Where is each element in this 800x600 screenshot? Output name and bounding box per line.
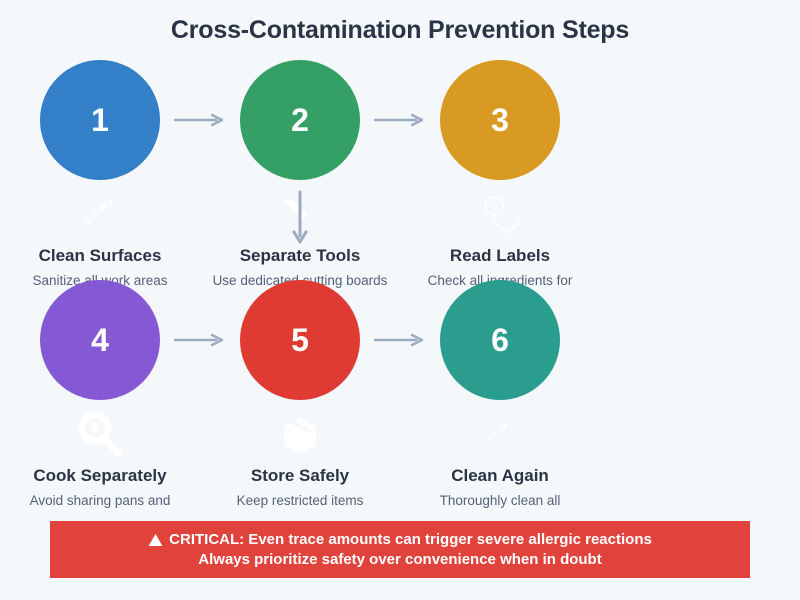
step-description-6: Thoroughly clean all xyxy=(439,493,561,508)
box-icon xyxy=(273,408,327,462)
step-title-2: Separate Tools xyxy=(239,246,361,265)
arrow-step-2-down xyxy=(292,190,308,250)
sparkle-icon xyxy=(473,408,527,462)
step-title-4: Cook Separately xyxy=(33,466,167,485)
banner-line-1-row: CRITICAL: Even trace amounts can trigger… xyxy=(148,530,652,550)
banner-line-2-text: Always prioritize safety over convenienc… xyxy=(198,550,602,568)
step-card-2[interactable]: 2 Separate Tools Use dedicated cutting b… xyxy=(185,60,415,288)
step-circle-4[interactable]: 4 xyxy=(40,280,160,400)
step-description-4: Avoid sharing pans and xyxy=(29,493,171,508)
arrow-step-4-to-5 xyxy=(174,333,226,347)
banner-line-1-text: CRITICAL: Even trace amounts can trigger… xyxy=(169,530,652,548)
step-circle-6[interactable]: 6 xyxy=(440,280,560,400)
step-circle-5[interactable]: 5 xyxy=(240,280,360,400)
step-card-6[interactable]: 6 Clean Again Thoroughly clean all xyxy=(385,280,615,508)
step-card-1[interactable]: 1 Clean Surfaces Sanitize all work areas xyxy=(0,60,215,288)
sparkle-icon xyxy=(73,188,127,242)
step-circle-3[interactable]: 3 xyxy=(440,60,560,180)
arrow-step-2-to-3 xyxy=(374,113,426,127)
step-title-3: Read Labels xyxy=(449,246,551,265)
step-card-5[interactable]: 5 Store Safely Keep restricted items xyxy=(185,280,415,508)
step-description-5: Keep restricted items xyxy=(236,493,364,508)
step-circle-1[interactable]: 1 xyxy=(40,60,160,180)
arrow-step-5-to-6 xyxy=(374,333,426,347)
warning-triangle-icon xyxy=(148,533,163,547)
magnifier-icon xyxy=(473,188,527,242)
page-title: Cross-Contamination Prevention Steps xyxy=(170,16,630,44)
step-circle-2[interactable]: 2 xyxy=(240,60,360,180)
step-title-1: Clean Surfaces xyxy=(38,246,162,265)
step-title-5: Store Safely xyxy=(250,466,350,485)
magnifier-icon xyxy=(73,408,127,462)
step-card-4[interactable]: 4 Cook Separately Avoid sharing pans and xyxy=(0,280,215,508)
critical-warning-banner: CRITICAL: Even trace amounts can trigger… xyxy=(50,521,750,578)
step-title-6: Clean Again xyxy=(451,466,549,485)
arrow-step-1-to-2 xyxy=(174,113,226,127)
